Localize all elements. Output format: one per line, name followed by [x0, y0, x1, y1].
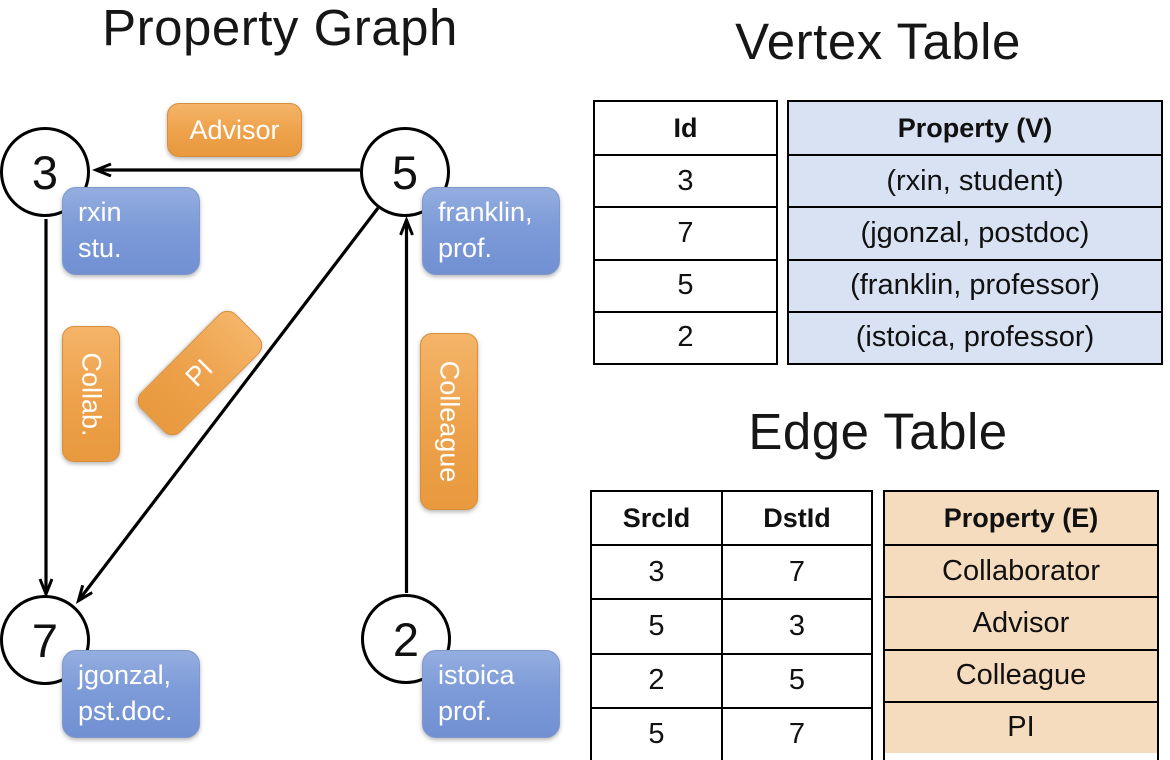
edge-label-text: Colleague — [434, 360, 465, 483]
edge-table-header-srcid: SrcId — [622, 502, 691, 533]
vertex-table-cell-id: 2 — [595, 310, 776, 363]
vertex-property-box-istoica: istoica prof. — [422, 650, 560, 738]
vertex-table: Id 3 7 5 2 Property (V) (rxin, student) … — [593, 100, 1163, 365]
vertex-table-cell-property: (rxin, student) — [789, 154, 1161, 207]
edge-label-colleague: Colleague — [420, 333, 478, 510]
vertex-circle-2: 2 — [361, 594, 451, 684]
edge-table-cell-srcid: 3 — [648, 555, 665, 588]
vertex-property-line: rxin — [78, 197, 122, 228]
graph-edges-arrows — [0, 0, 580, 760]
edge-table-property-column: Property (E) Collaborator Advisor Collea… — [883, 490, 1159, 760]
edge-label-text: PI — [180, 353, 220, 393]
vertex-table-header-id: Id — [673, 112, 698, 143]
edge-table-cell-dstid: 3 — [721, 600, 871, 653]
vertex-table-cell-id: 5 — [595, 258, 776, 311]
vertex-table-title: Vertex Table — [735, 13, 1021, 70]
edge-table-cell-property: Colleague — [885, 648, 1157, 701]
vertex-property-line: prof. — [438, 233, 493, 263]
vertex-property-line: jgonzal, — [78, 660, 172, 691]
edge-table-cell-dstid: 7 — [721, 708, 871, 760]
vertex-id-5: 5 — [391, 145, 419, 199]
edge-label-advisor: Advisor — [167, 103, 302, 157]
vertex-property-line: franklin, — [438, 197, 533, 228]
vertex-property-line: pst.doc. — [78, 696, 173, 726]
edge-table-title: Edge Table — [748, 403, 1008, 460]
vertex-property-box-jgonzal: jgonzal, pst.doc. — [62, 650, 200, 738]
vertex-table-cell-property: (franklin, professor) — [789, 258, 1161, 311]
edge-table-cell-dstid: 7 — [721, 546, 871, 599]
edge-table-cell-property: Collaborator — [885, 544, 1157, 597]
edge-label-text: Advisor — [189, 114, 280, 145]
edge-table-cell-dstid: 5 — [721, 654, 871, 707]
edge-table-header-dstid: DstId — [721, 492, 871, 545]
vertex-table-property-column: Property (V) (rxin, student) (jgonzal, p… — [787, 100, 1163, 365]
edge-table: SrcId DstId 3 7 5 3 2 5 5 7 Property (E)… — [590, 490, 1159, 760]
edge-table-cell-srcid: 2 — [648, 664, 665, 697]
vertex-property-line: istoica — [438, 660, 515, 691]
vertex-property-line: prof. — [438, 696, 493, 726]
vertex-table-cell-property: (istoica, professor) — [789, 310, 1161, 363]
edge-arrow-pi-5-to-7 — [79, 207, 380, 600]
edge-table-cell-property: PI — [885, 700, 1157, 753]
edge-table-header-property: Property (E) — [885, 492, 1157, 545]
vertex-property-line: stu. — [78, 233, 122, 263]
vertex-table-cell-id: 3 — [595, 154, 776, 206]
vertex-table-cell-id: 7 — [595, 206, 776, 258]
edge-table-cell-srcid: 5 — [648, 609, 665, 642]
vertex-id-3: 3 — [31, 145, 59, 199]
edge-table-ids-columns: SrcId DstId 3 7 5 3 2 5 5 7 — [590, 490, 873, 760]
vertex-table-id-column: Id 3 7 5 2 — [593, 100, 778, 365]
property-graph-title: Property Graph — [102, 0, 458, 56]
edge-label-collab: Collab. — [62, 326, 120, 462]
edge-table-cell-property: Advisor — [885, 596, 1157, 649]
vertex-property-box-franklin: franklin, prof. — [422, 187, 560, 275]
edge-label-text: Collab. — [76, 351, 107, 437]
edge-table-cell-srcid: 5 — [648, 718, 665, 751]
vertex-property-box-rxin: rxin stu. — [62, 187, 200, 275]
vertex-table-cell-property: (jgonzal, postdoc) — [789, 206, 1161, 259]
vertex-id-7: 7 — [31, 613, 59, 667]
vertex-table-header-property: Property (V) — [789, 102, 1161, 155]
vertex-id-2: 2 — [392, 612, 420, 666]
